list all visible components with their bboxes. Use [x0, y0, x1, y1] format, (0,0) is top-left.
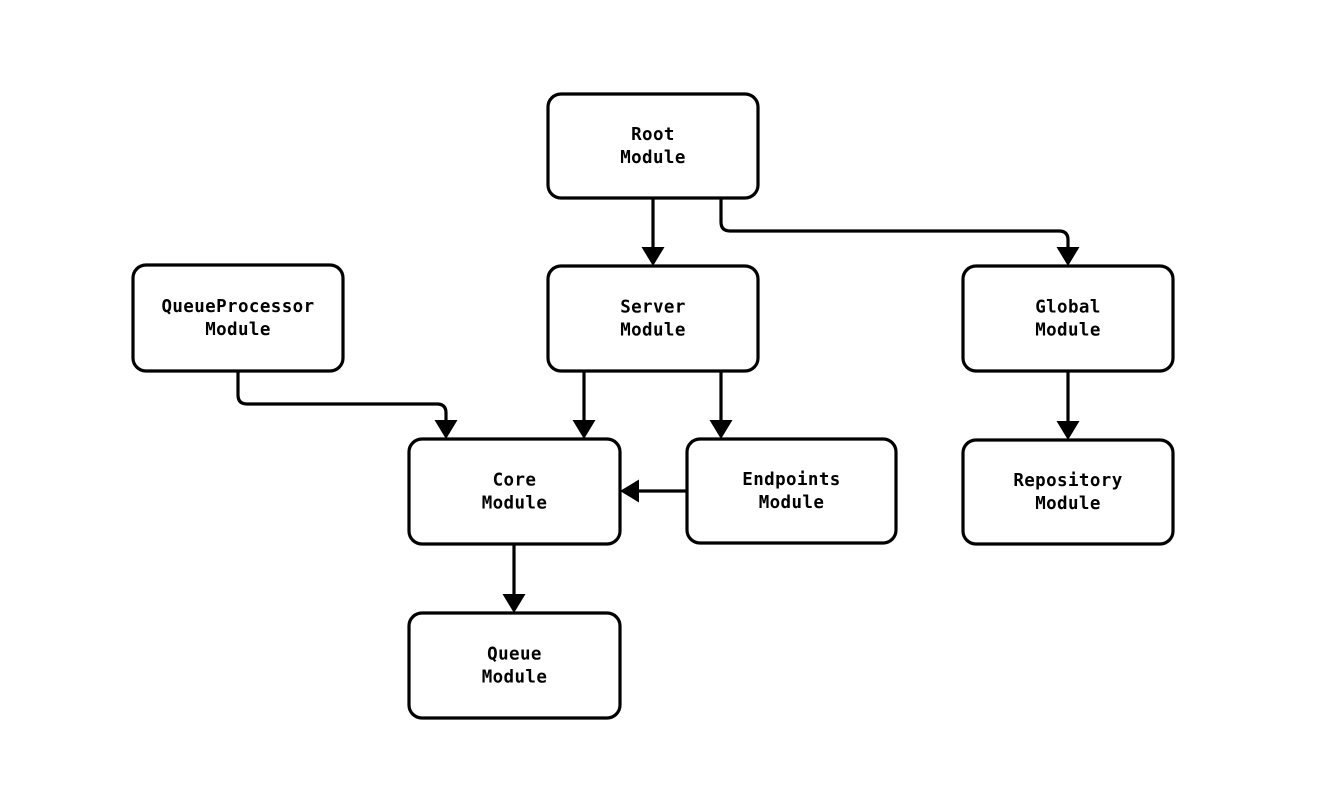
edge-queueprocessor-to-core	[236, 371, 458, 439]
edge-queueprocessor-to-core-arrowhead-icon	[434, 420, 458, 439]
queueprocessor-module-node-box[interactable]	[131, 263, 345, 373]
edge-global-to-repository-arrowhead-icon	[1056, 421, 1080, 440]
edge-root-to-global	[719, 198, 1080, 266]
server-module-node-label-line2: Module	[620, 321, 686, 341]
core-module-node-label-line2: Module	[482, 494, 548, 514]
core-module-node-box[interactable]	[407, 437, 622, 546]
edge-root-to-server-arrowhead-icon	[641, 247, 665, 266]
edge-server-to-core	[572, 371, 596, 439]
endpoints-module-node-box[interactable]	[685, 437, 898, 545]
queue-module-node-label-line1: Queue	[487, 645, 542, 665]
edge-server-to-endpoints	[709, 371, 733, 439]
edge-queueprocessor-to-core-line	[236, 371, 448, 429]
edges-layer	[236, 198, 1080, 613]
edge-endpoints-to-core-arrowhead-icon	[620, 479, 639, 503]
edge-root-to-global-arrowhead-icon	[1056, 247, 1080, 266]
queueprocessor-module-node-label-line2: Module	[205, 320, 271, 340]
edge-global-to-repository	[1056, 371, 1080, 440]
edge-server-to-endpoints-arrowhead-icon	[709, 420, 733, 439]
edge-core-to-queue	[502, 544, 526, 613]
server-module-node-box[interactable]	[546, 264, 760, 373]
repository-module-node-box[interactable]	[961, 438, 1175, 546]
edge-endpoints-to-core	[620, 479, 687, 503]
root-module-node-box[interactable]	[546, 92, 760, 200]
server-module-node-label-line1: Server	[620, 298, 686, 318]
edge-root-to-server	[641, 198, 665, 266]
nodes-layer: RootModuleQueueProcessorModuleServerModu…	[131, 92, 1175, 720]
queueprocessor-module-node-label-line1: QueueProcessor	[161, 297, 314, 317]
global-module-node-box[interactable]	[961, 264, 1175, 373]
repository-module-node-label-line2: Module	[1035, 494, 1101, 514]
repository-module-node-label-line1: Repository	[1013, 471, 1122, 491]
edge-root-to-global-line	[719, 198, 1070, 256]
edge-core-to-queue-arrowhead-icon	[502, 594, 526, 613]
endpoints-module-node-label-line1: Endpoints	[742, 470, 840, 490]
core-module-node-label-line1: Core	[493, 471, 537, 491]
edge-server-to-core-arrowhead-icon	[572, 420, 596, 439]
queue-module-node-box[interactable]	[407, 611, 622, 720]
root-module-node-label-line1: Root	[631, 125, 675, 145]
endpoints-module-node-label-line2: Module	[759, 493, 825, 513]
queue-module-node-label-line2: Module	[482, 668, 548, 688]
global-module-node-label-line2: Module	[1035, 321, 1101, 341]
global-module-node-label-line1: Global	[1035, 298, 1101, 318]
root-module-node-label-line2: Module	[620, 148, 686, 168]
